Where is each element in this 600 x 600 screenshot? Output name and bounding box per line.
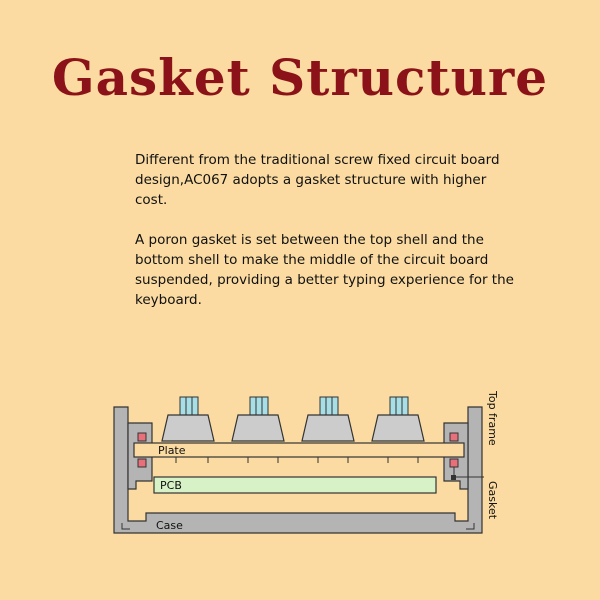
- gasket-left-lower: [137, 458, 147, 468]
- case-notch-left: [121, 523, 130, 530]
- gasket-structure-diagram: Plate PCB Case Top frame Gasket: [113, 390, 499, 534]
- pcb-label: PCB: [160, 479, 182, 492]
- page-title: Gasket Structure: [51, 48, 549, 107]
- switch-3: [301, 396, 355, 442]
- gasket-left-upper: [137, 432, 147, 442]
- case-notch-right: [466, 523, 475, 530]
- case-label: Case: [156, 519, 183, 532]
- gasket-description-paragraph: A poron gasket is set between the top sh…: [135, 232, 514, 308]
- plate: [133, 442, 465, 458]
- gasket-label: Gasket: [486, 481, 499, 520]
- gasket-pointer-marker: [451, 475, 456, 480]
- pcb: [153, 476, 437, 494]
- plate-label: Plate: [158, 444, 186, 457]
- switch-4: [371, 396, 425, 442]
- case-shell: [113, 406, 483, 534]
- gasket-right-lower: [449, 458, 459, 468]
- plate-clips: [175, 457, 419, 463]
- switch-1: [161, 396, 215, 442]
- switch-2: [231, 396, 285, 442]
- intro-paragraph: Different from the traditional screw fix…: [135, 152, 500, 208]
- top-frame-label: Top frame: [486, 390, 499, 446]
- gasket-right-upper: [449, 432, 459, 442]
